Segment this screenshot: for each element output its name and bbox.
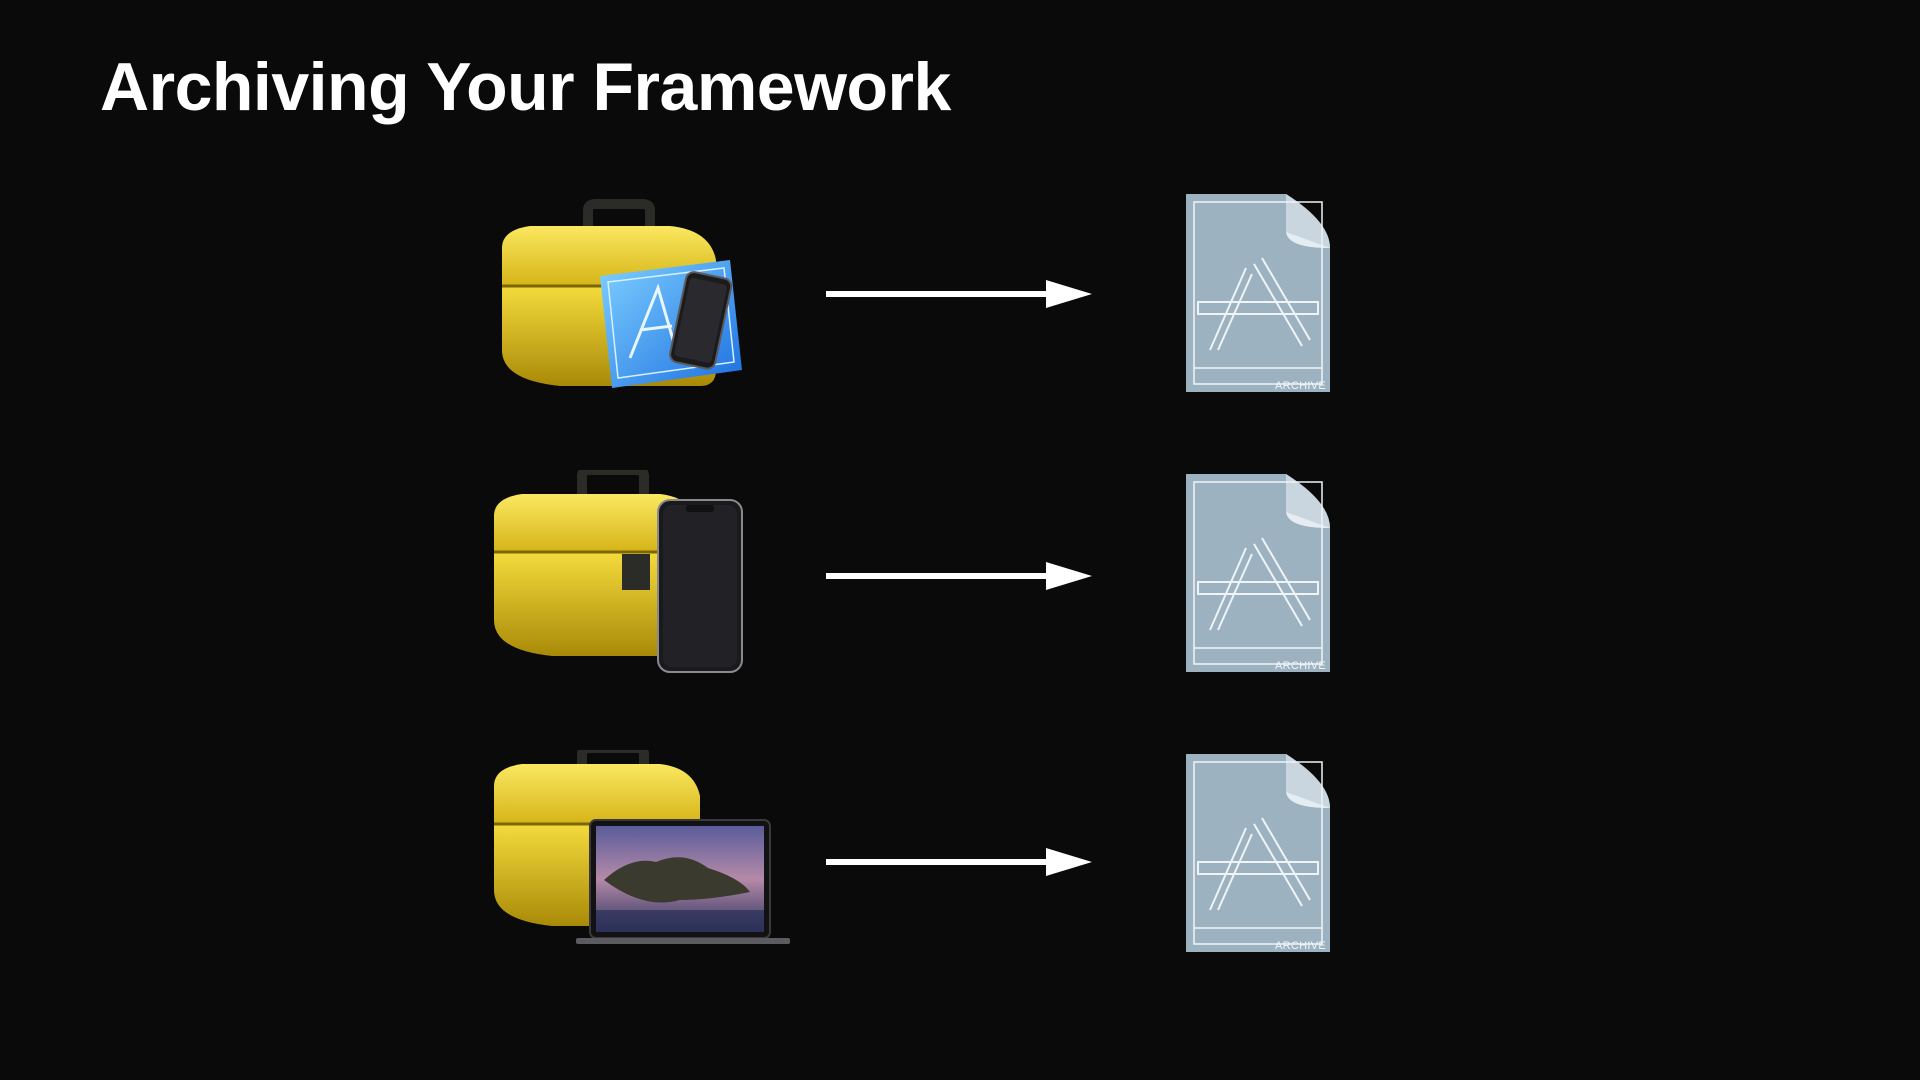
archive-row-1: ARCHIVE xyxy=(0,190,1920,420)
xcarchive-document-icon: ARCHIVE xyxy=(1180,472,1340,682)
archive-row-3: ARCHIVE xyxy=(0,750,1920,980)
archive-label: ARCHIVE xyxy=(1275,940,1326,952)
archive-label: ARCHIVE xyxy=(1275,660,1326,672)
toolbox-with-iphone-icon xyxy=(480,470,800,700)
xcarchive-document-icon: ARCHIVE xyxy=(1180,752,1340,962)
arrow-icon xyxy=(820,556,1100,596)
toolbox-with-macbook-icon xyxy=(480,750,800,980)
xcarchive-document-icon: ARCHIVE xyxy=(1180,192,1340,402)
arrow-icon xyxy=(820,842,1100,882)
archive-row-2: ARCHIVE xyxy=(0,470,1920,700)
archive-label: ARCHIVE xyxy=(1275,380,1326,392)
slide-title: Archiving Your Framework xyxy=(100,49,951,125)
arrow-icon xyxy=(820,274,1100,314)
toolbox-with-xcode-and-iphone-icon xyxy=(480,190,800,420)
